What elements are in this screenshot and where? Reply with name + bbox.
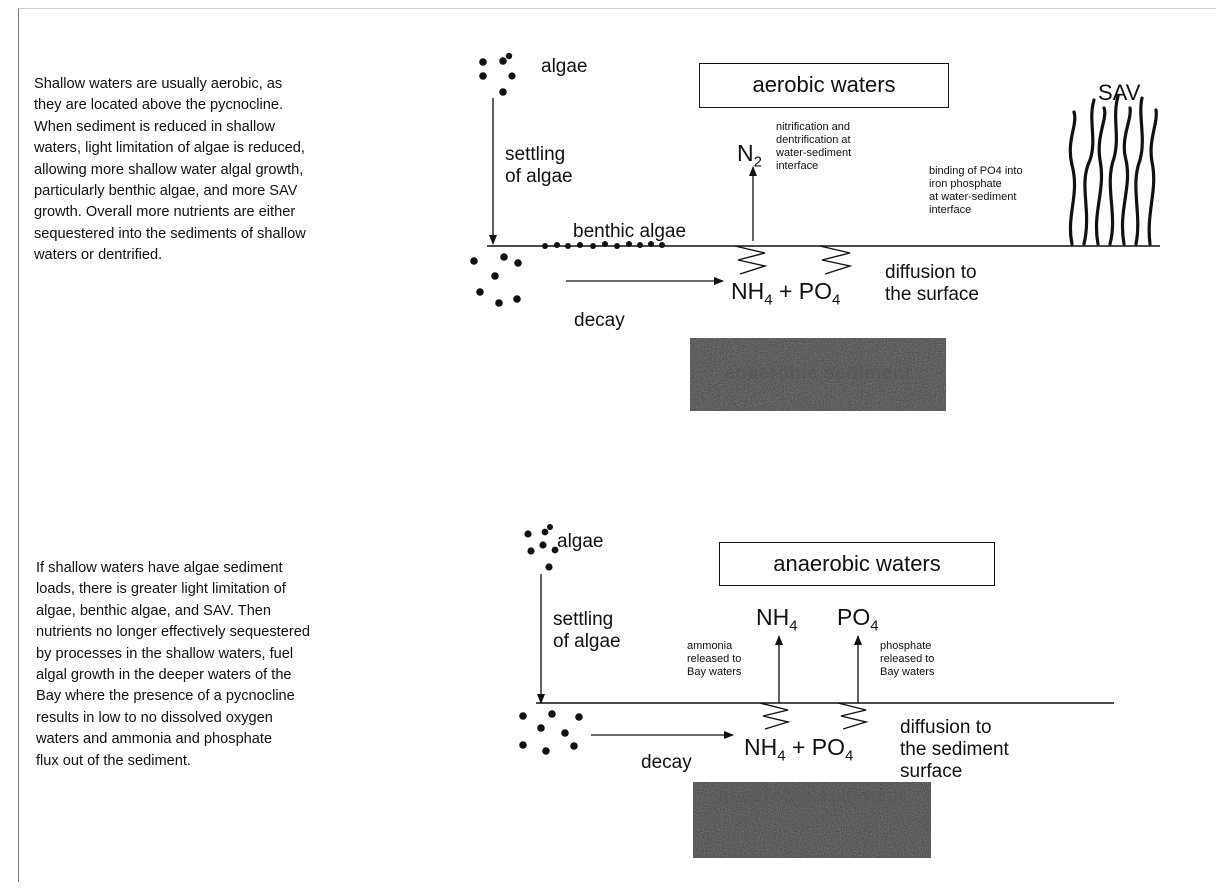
top-nh-symbol: NH xyxy=(731,278,765,304)
bottom-algae-dots xyxy=(524,524,559,571)
top-sediment-texture xyxy=(690,338,946,411)
bottom-plus-sign: + xyxy=(791,734,806,760)
top-nh4-po4-equation: NH4 + PO4 xyxy=(731,278,840,309)
top-decay-label: decay xyxy=(574,310,625,331)
bottom-ammonia-note: ammonia released to Bay waters xyxy=(687,640,742,678)
top-aerobic-waters-box: aerobic waters xyxy=(699,63,949,108)
top-algae-label: algae xyxy=(541,56,588,77)
top-binding-note: binding of PO4 into iron phosphate at wa… xyxy=(929,165,1023,216)
bottom-phosphate-note: phosphate released to Bay waters xyxy=(880,640,935,678)
bottom-anaerobic-waters-label: anaerobic waters xyxy=(773,551,941,576)
top-n2-subscript: 2 xyxy=(753,153,762,171)
bottom-description: If shallow waters have algae sediment lo… xyxy=(36,560,310,769)
bottom-po-subscript: 4 xyxy=(845,747,854,765)
bottom-sediment-label: anaerobic sediment xyxy=(718,786,906,807)
bottom-decay-label: decay xyxy=(641,752,692,773)
bottom-po4-squiggle xyxy=(837,702,869,730)
page-frame xyxy=(18,8,1216,882)
top-sediment-label: anaerobic sediment xyxy=(724,363,912,384)
top-sediment-dots xyxy=(470,253,522,307)
top-sav-label: SAV xyxy=(1098,80,1141,105)
bottom-po-top-symbol: PO xyxy=(837,604,871,630)
bottom-nh4-squiggle xyxy=(759,702,791,730)
top-description: Shallow waters are usually aerobic, as t… xyxy=(34,76,306,264)
bottom-anaerobic-sediment-block: anaerobic sediment xyxy=(693,782,931,858)
top-nh-subscript: 4 xyxy=(764,291,773,309)
top-po4-squiggle xyxy=(819,245,853,275)
top-plus-sign: + xyxy=(778,278,793,304)
bottom-nh-top-symbol: NH xyxy=(756,604,790,630)
bottom-sediment-texture xyxy=(693,782,931,858)
bottom-nh-symbol: NH xyxy=(744,734,778,760)
bottom-nh4-po4-equation: NH4 + PO4 xyxy=(744,734,853,765)
bottom-settling-label: settling of algae xyxy=(553,609,621,652)
bottom-po-top-subscript: 4 xyxy=(870,617,879,635)
top-n2-label: N2 xyxy=(737,140,762,171)
top-settling-label: settling of algae xyxy=(505,144,573,187)
bottom-anaerobic-waters-box: anaerobic waters xyxy=(719,542,995,586)
bottom-nh-subscript: 4 xyxy=(777,747,786,765)
bottom-po-symbol: PO xyxy=(811,734,846,760)
bottom-sediment-dots xyxy=(519,710,583,755)
bottom-nh-top-subscript: 4 xyxy=(789,617,798,635)
top-diffusion-label: diffusion to the surface xyxy=(885,262,979,305)
top-nh4-squiggle xyxy=(734,245,768,275)
bottom-nh4-top-label: NH4 xyxy=(756,604,798,635)
top-n2-symbol: N xyxy=(737,140,754,166)
top-aerobic-waters-label: aerobic waters xyxy=(752,72,896,97)
bottom-diffusion-label: diffusion to the sediment surface xyxy=(900,717,1009,782)
top-sav-grass xyxy=(1068,94,1158,246)
top-po-subscript: 4 xyxy=(832,291,841,309)
bottom-po4-top-label: PO4 xyxy=(837,604,879,635)
top-po-symbol: PO xyxy=(798,278,833,304)
top-algae-dots xyxy=(479,52,516,96)
top-nitrification-note: nitrification and dentrification at wate… xyxy=(776,121,852,172)
bottom-algae-label: algae xyxy=(557,531,604,552)
top-benthic-algae-dots xyxy=(542,241,665,249)
top-anaerobic-sediment-block: anaerobic sediment xyxy=(690,338,946,411)
top-benthic-algae-label: benthic algae xyxy=(573,221,687,242)
